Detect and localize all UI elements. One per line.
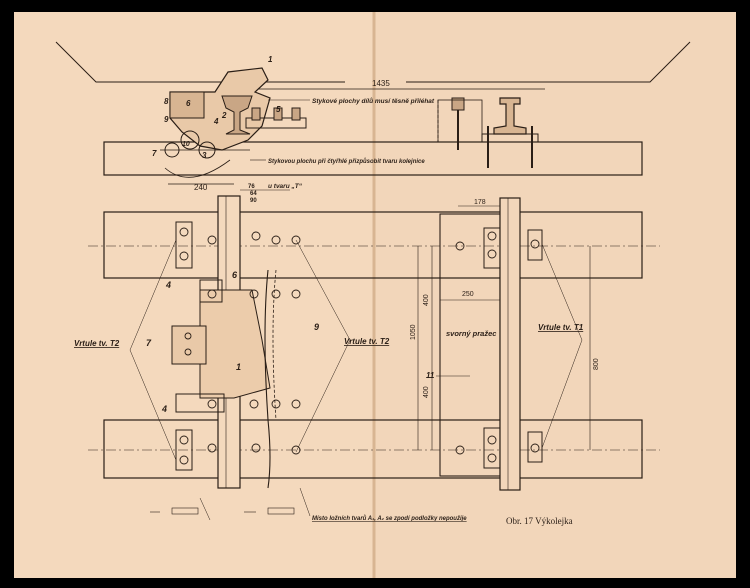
- part-label-4: 4: [213, 117, 219, 126]
- part-7-label: 7: [146, 338, 152, 348]
- part-label-3: 3: [202, 151, 207, 160]
- sleeper-side: [103, 141, 643, 176]
- bolts-right: [455, 231, 540, 463]
- part-4b-label: 4: [161, 404, 167, 414]
- rail-right: [499, 197, 521, 491]
- derailer-assembly: [160, 67, 271, 178]
- dim-800-label: 800: [593, 358, 600, 370]
- construction-lines-mid: [295, 239, 351, 453]
- dim-1050-label: 1050: [410, 324, 417, 340]
- dim-76-label: 76: [248, 184, 255, 190]
- side-note-top: Stykové plochy dílů musí těsně přiléhat: [312, 97, 435, 105]
- gauge-dimension-label: 1435: [372, 79, 390, 88]
- part-label-7: 7: [152, 149, 157, 158]
- dimension-240-label: 240: [194, 183, 208, 192]
- rail-profile-right: [437, 97, 539, 168]
- vrtule-t2-left-label: Vrtule tv. T2: [74, 339, 120, 348]
- dim-400a-label: 400: [423, 294, 430, 306]
- part-label-1: 1: [268, 55, 273, 64]
- plan-note-bottom: Místo ložních tvarů A₁, A₂ se zpodí podl…: [312, 515, 467, 522]
- construction-lines-right: [541, 243, 583, 449]
- embankment-outline-right: [406, 41, 691, 83]
- vrtule-t1-label: Vrtule tv. T1: [538, 323, 584, 332]
- dim-64-label: 64: [250, 191, 257, 197]
- figure-caption: Obr. 17 Výkolejka: [506, 516, 573, 526]
- part-4a-label: 4: [165, 280, 171, 290]
- part-1-label: 1: [236, 362, 241, 372]
- dim-400b-label: 400: [423, 386, 430, 398]
- paper-right: [374, 12, 736, 578]
- sleeper-top: [103, 211, 643, 279]
- dim-90-label: 90: [250, 198, 257, 204]
- technical-drawing: 1 4 3 5: [55, 41, 691, 521]
- part-label-5: 5: [276, 105, 281, 114]
- construction-lines-left: [129, 239, 177, 461]
- svorny-prazec-label: svorný pražec: [446, 329, 497, 338]
- part-11-label: 11: [426, 371, 435, 380]
- rail-clamp-left: [245, 107, 307, 129]
- u-tvaru-label: u tvaru „T“: [268, 183, 303, 190]
- derailer-body: [199, 289, 271, 399]
- part-label-2: 2: [221, 111, 227, 120]
- bolts-left: [179, 227, 301, 465]
- part-9-label: 9: [314, 322, 319, 332]
- dim-178-label: 178: [474, 199, 486, 206]
- side-view: 1 4 3 5: [55, 41, 691, 192]
- plan-view: [88, 189, 660, 521]
- part-label-8: 8: [164, 97, 169, 106]
- part-label-6: 6: [186, 99, 191, 108]
- side-note-bottom: Stykovou plochu při čtyřhlé přizpůsobit …: [268, 158, 425, 165]
- sleeper-bottom: [103, 419, 643, 479]
- part-label-10: 10: [182, 141, 190, 148]
- part-6-label: 6: [232, 270, 238, 280]
- dim-250-label: 250: [462, 291, 474, 298]
- part-label-9: 9: [164, 115, 169, 124]
- plan-view-labels: 76 64 90 u tvaru „T“ 178 250 400 400 105…: [74, 183, 600, 522]
- vrtule-t2-mid-label: Vrtule tv. T2: [344, 337, 390, 346]
